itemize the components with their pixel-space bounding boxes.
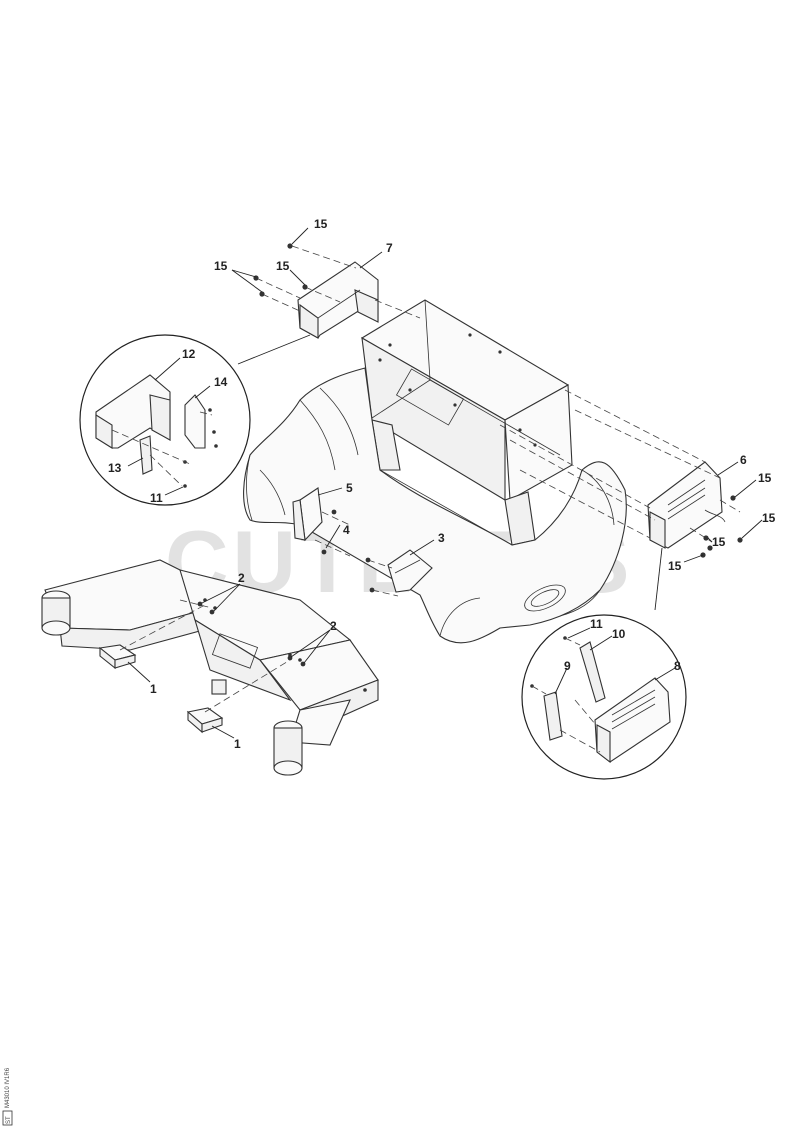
label-8: 8 — [674, 659, 681, 673]
label-13: 13 — [108, 461, 122, 475]
callout-detail-right — [521, 547, 687, 780]
label-3: 3 — [438, 531, 445, 545]
alignment-lines — [119, 245, 741, 713]
label-7: 7 — [386, 241, 393, 255]
part-number-labels: 15 7 15 15 12 14 13 11 5 4 3 6 15 15 15 … — [108, 217, 776, 751]
label-10: 10 — [612, 627, 626, 641]
label-15-right-a: 15 — [758, 471, 772, 485]
side-reference-code: M43010 IV1R6 — [5, 1067, 11, 1108]
callout-detail-left — [79, 334, 311, 506]
label-15-top: 15 — [314, 217, 328, 231]
label-15-right-b: 15 — [762, 511, 776, 525]
label-15-left: 15 — [214, 259, 228, 273]
label-15-mid: 15 — [276, 259, 290, 273]
fasteners — [197, 243, 743, 667]
label-2-right: 2 — [330, 619, 337, 633]
label-11-right: 11 — [590, 617, 603, 631]
part-5-bracket — [292, 487, 323, 542]
part-1-mounts — [98, 644, 224, 734]
label-9: 9 — [564, 659, 571, 673]
label-14: 14 — [214, 375, 228, 389]
label-11-left: 11 — [150, 491, 163, 505]
leader-lines — [127, 227, 763, 739]
label-4: 4 — [343, 523, 350, 537]
label-1-left: 1 — [150, 682, 157, 696]
part-7-bracket — [297, 261, 379, 339]
part-3-bracket — [387, 549, 433, 593]
label-1-right: 1 — [234, 737, 241, 751]
main-frame — [360, 299, 573, 546]
side-mark-box — [2, 1110, 13, 1126]
label-2-left: 2 — [238, 571, 245, 585]
side-mark: ST — [6, 1116, 12, 1124]
label-5: 5 — [346, 481, 353, 495]
label-15-right-d: 15 — [668, 559, 682, 573]
label-15-right-c: 15 — [712, 535, 726, 549]
label-6: 6 — [740, 453, 747, 467]
label-12: 12 — [182, 347, 196, 361]
